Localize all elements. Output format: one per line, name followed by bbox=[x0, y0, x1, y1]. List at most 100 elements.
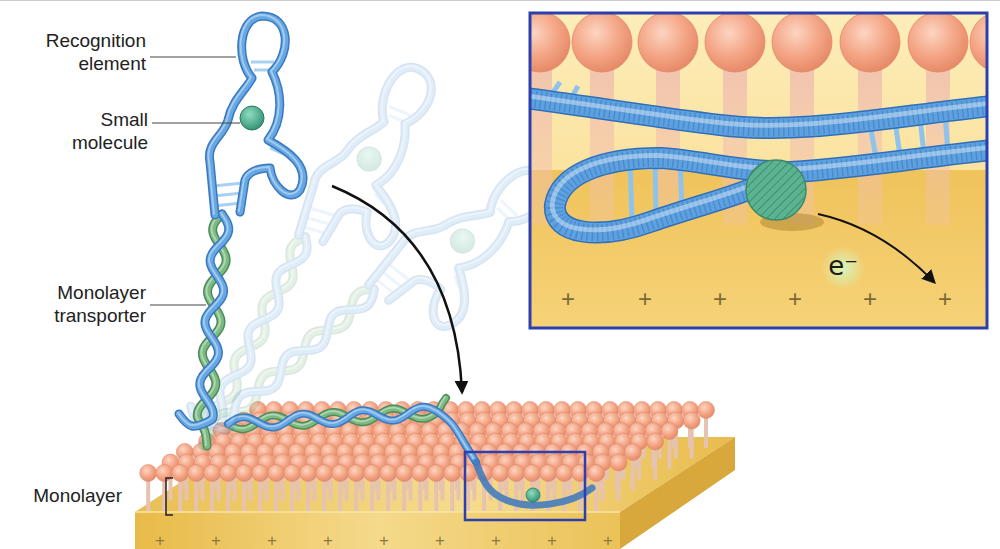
lipid-head bbox=[348, 465, 365, 482]
lipid-head bbox=[156, 465, 173, 482]
charge-sign: + bbox=[638, 287, 652, 311]
lipid bbox=[492, 465, 509, 512]
standing-transporter bbox=[178, 15, 303, 446]
small-molecule bbox=[240, 106, 264, 130]
lipid bbox=[220, 465, 237, 512]
lipid-head bbox=[772, 13, 832, 72]
lipid bbox=[683, 412, 700, 459]
lipid bbox=[300, 465, 317, 512]
lipid-head bbox=[540, 465, 557, 482]
inset-dna bbox=[530, 82, 987, 232]
lipid-head bbox=[316, 465, 333, 482]
small-molecule bbox=[526, 488, 540, 502]
aptamer-strand bbox=[476, 462, 592, 505]
lipid bbox=[252, 465, 269, 512]
lipid bbox=[236, 465, 253, 512]
lipid bbox=[624, 444, 641, 491]
lipid-head bbox=[908, 13, 968, 72]
lipid-head bbox=[647, 433, 664, 450]
lipid-tail bbox=[590, 55, 614, 225]
lipid-head bbox=[572, 13, 632, 72]
charge-sign: + bbox=[491, 532, 501, 549]
lipid-head bbox=[428, 465, 445, 482]
aptamer-strand bbox=[555, 150, 987, 232]
lipid bbox=[412, 465, 429, 512]
charge-sign: + bbox=[547, 532, 557, 549]
charge-sign: + bbox=[603, 532, 613, 549]
lipid-head bbox=[698, 402, 715, 419]
base-pair bbox=[254, 69, 270, 72]
aptamer-strand bbox=[530, 95, 987, 125]
lipid-head bbox=[638, 13, 698, 72]
lipid-head bbox=[661, 423, 678, 440]
aptamer-strand bbox=[555, 150, 987, 232]
lipid-head bbox=[204, 465, 221, 482]
aptamer-strand bbox=[178, 213, 228, 425]
charge-sign: + bbox=[435, 532, 445, 549]
lipid-head bbox=[140, 465, 157, 482]
charge-sign: + bbox=[323, 532, 333, 549]
lipid bbox=[661, 423, 678, 470]
leader-line bbox=[152, 122, 240, 123]
lipid bbox=[332, 465, 349, 512]
lipid bbox=[316, 465, 333, 512]
base-pair bbox=[251, 61, 274, 64]
lipid bbox=[172, 465, 189, 512]
lipid-head bbox=[236, 465, 253, 482]
lipid-head bbox=[380, 465, 397, 482]
lipid-head bbox=[300, 465, 317, 482]
lipid-tail bbox=[656, 55, 680, 225]
lipid-head bbox=[444, 465, 461, 482]
leader-lines bbox=[150, 57, 240, 515]
zoom-box bbox=[465, 452, 585, 520]
aptamer-strand bbox=[552, 147, 987, 229]
lipid-head bbox=[220, 465, 237, 482]
lipid-head bbox=[188, 465, 205, 482]
leader-line bbox=[150, 56, 236, 57]
lipid-head bbox=[364, 465, 381, 482]
inset-frame bbox=[530, 13, 987, 328]
leader-line bbox=[150, 304, 206, 305]
lipid bbox=[284, 465, 301, 512]
lipid bbox=[444, 465, 461, 512]
motion-arrow bbox=[332, 186, 462, 392]
aptamer-strand bbox=[209, 16, 303, 215]
lipid-head bbox=[530, 13, 570, 72]
substrate-edge bbox=[135, 511, 620, 513]
lipid bbox=[380, 465, 397, 512]
aptamer-strand bbox=[555, 150, 987, 232]
lipid bbox=[647, 433, 664, 480]
substrate-front bbox=[135, 512, 620, 549]
electron-arrow bbox=[818, 214, 934, 282]
part-label: Small molecule bbox=[48, 108, 148, 154]
lipid bbox=[204, 465, 221, 512]
charge-sign: + bbox=[155, 532, 165, 549]
lipid-head bbox=[508, 465, 525, 482]
lipid-tail bbox=[926, 55, 950, 225]
lipid bbox=[140, 465, 157, 512]
part-label: Recognition element bbox=[16, 29, 146, 75]
charge-sign: + bbox=[863, 287, 877, 311]
lipid-head bbox=[172, 465, 189, 482]
part-label: Monolayer bbox=[0, 484, 122, 507]
lipid bbox=[348, 465, 365, 512]
lipid-head bbox=[524, 465, 541, 482]
lipid-head bbox=[588, 465, 605, 482]
lipid bbox=[188, 465, 205, 512]
top-rule bbox=[0, 0, 1000, 1]
lipid-head bbox=[252, 465, 269, 482]
part-label: Monolayer transporter bbox=[26, 281, 146, 327]
lipid-head bbox=[284, 465, 301, 482]
charge-sign: + bbox=[267, 532, 277, 549]
lipid-tail bbox=[858, 55, 882, 225]
lipid-head bbox=[556, 465, 573, 482]
aptamer-strand bbox=[208, 15, 302, 214]
aptamer-strand bbox=[227, 406, 475, 461]
lipid-head bbox=[624, 444, 641, 461]
charge-sign: + bbox=[561, 287, 575, 311]
charge-sign: + bbox=[211, 532, 221, 549]
charge-sign: + bbox=[713, 287, 727, 311]
